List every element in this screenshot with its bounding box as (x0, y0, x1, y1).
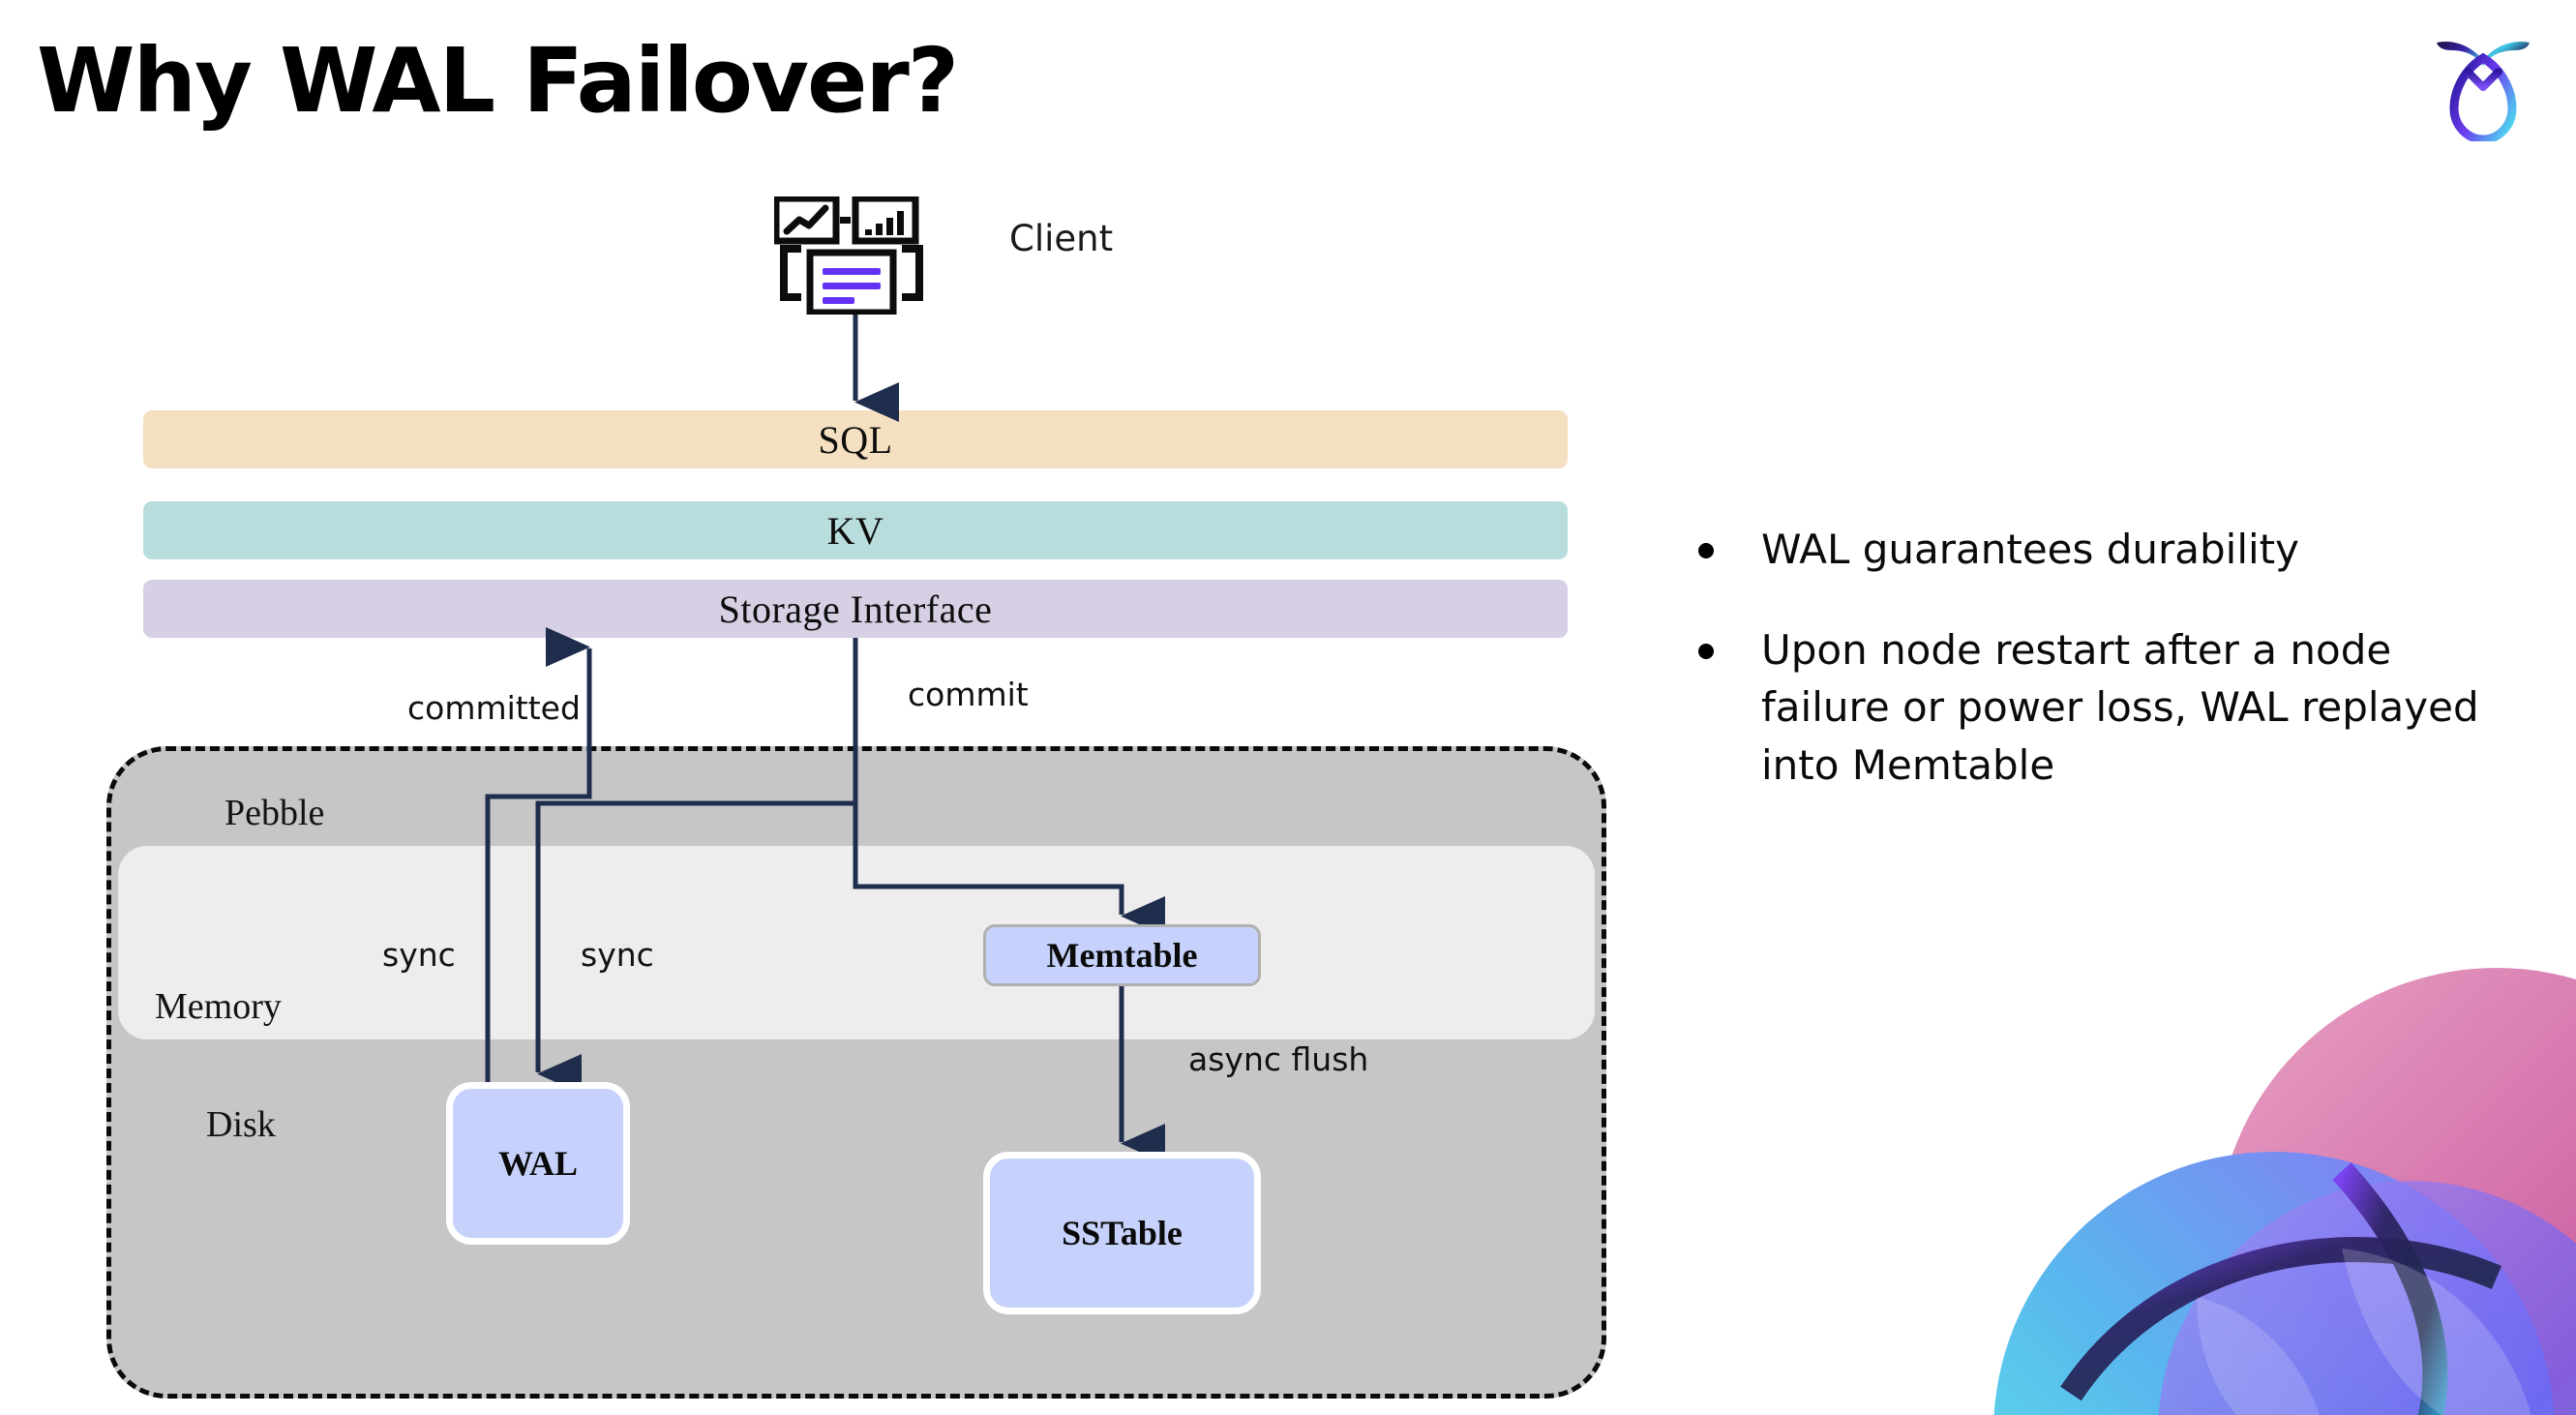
node-sstable-label: SSTable (1062, 1214, 1183, 1252)
node-memtable: Memtable (983, 924, 1261, 986)
disk-label: Disk (206, 1104, 276, 1145)
edge-label-async-flush: async flush (1188, 1040, 1369, 1078)
edge-label-commit: commit (908, 676, 1029, 713)
bullet-text: WAL guarantees durability (1761, 526, 2300, 573)
pebble-label: Pebble (225, 793, 325, 833)
client-label: Client (1009, 218, 1114, 259)
edge-label-sync-1: sync (382, 936, 456, 974)
decorative-circles-graphic (1955, 929, 2576, 1415)
bullet-list: WAL guarantees durability Upon node rest… (1698, 521, 2511, 837)
node-wal-label: WAL (497, 1144, 579, 1183)
cockroach-logo-icon (2429, 27, 2537, 144)
bullet-text: Upon node restart after a node failure o… (1761, 625, 2479, 789)
list-item: Upon node restart after a node failure o… (1698, 621, 2511, 795)
layer-label-storage: Storage Interface (718, 587, 993, 631)
layer-bar-kv: KV (143, 501, 1568, 559)
client-dashboard-icon (772, 195, 929, 316)
node-wal: WAL (446, 1082, 630, 1245)
memory-label: Memory (155, 986, 282, 1027)
layer-label-sql: SQL (818, 417, 893, 462)
edge-label-committed: committed (407, 689, 581, 727)
list-item: WAL guarantees durability (1698, 521, 2511, 579)
bullet-dot-icon (1698, 543, 1714, 558)
node-sstable: SSTable (983, 1152, 1261, 1314)
edge-label-sync-2: sync (581, 936, 654, 974)
layer-bar-storage: Storage Interface (143, 580, 1568, 638)
diagram-connectors (485, 315, 1166, 1164)
node-memtable-label: Memtable (1046, 936, 1198, 975)
layer-label-kv: KV (826, 508, 884, 553)
architecture-diagram: Client SQL KV Storage Interface Pebble M… (106, 195, 1606, 1399)
page-title: Why WAL Failover? (37, 29, 959, 133)
bullet-dot-icon (1698, 643, 1714, 659)
